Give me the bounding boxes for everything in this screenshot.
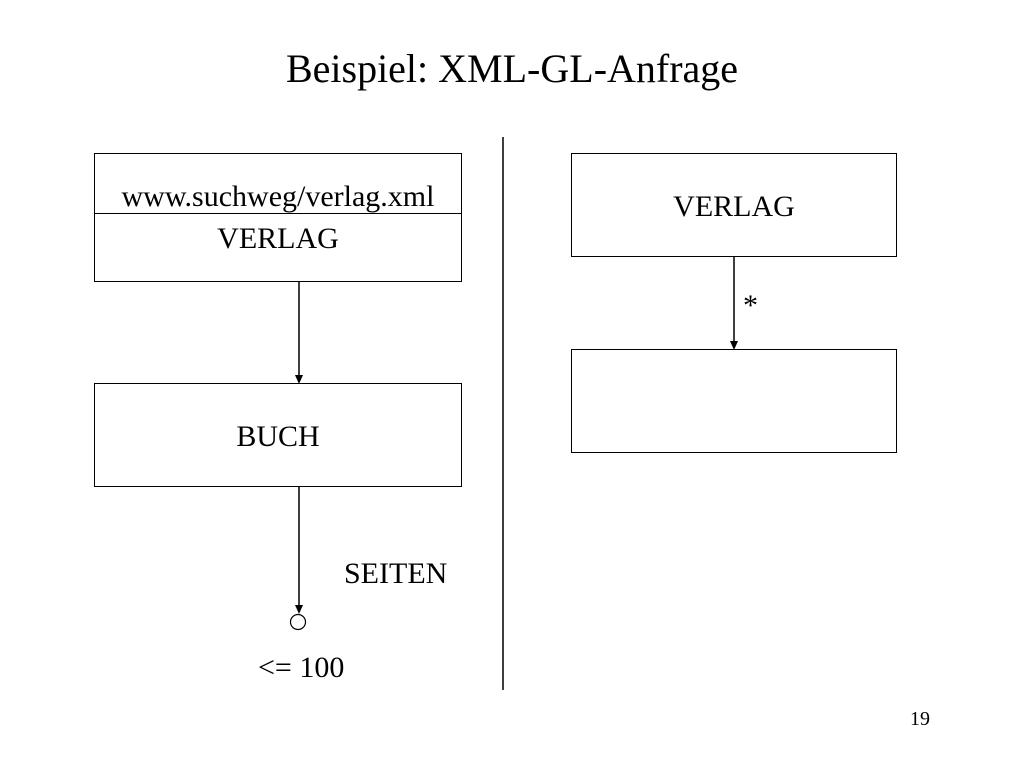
buch-box: BUCH (94, 383, 462, 487)
star-edge-label: * (743, 289, 758, 322)
source-box: www.suchweg/verlag.xml VERLAG (94, 153, 462, 282)
condition-label: <= 100 (258, 651, 345, 684)
source-box-divider (95, 213, 461, 214)
result-verlag-label: VERLAG (673, 190, 795, 223)
result-verlag-box: VERLAG (571, 153, 897, 257)
source-verlag-label: VERLAG (217, 222, 339, 255)
result-empty-box (571, 349, 897, 453)
arrowhead-seiten (295, 605, 303, 614)
page-number: 19 (910, 708, 930, 730)
source-url: www.suchweg/verlag.xml (121, 180, 435, 213)
seiten-attribute-label: SEITEN (344, 557, 448, 590)
buch-label: BUCH (236, 420, 320, 453)
seiten-node-circle (289, 613, 307, 631)
slide-title: Beispiel: XML-GL-Anfrage (285, 46, 739, 91)
